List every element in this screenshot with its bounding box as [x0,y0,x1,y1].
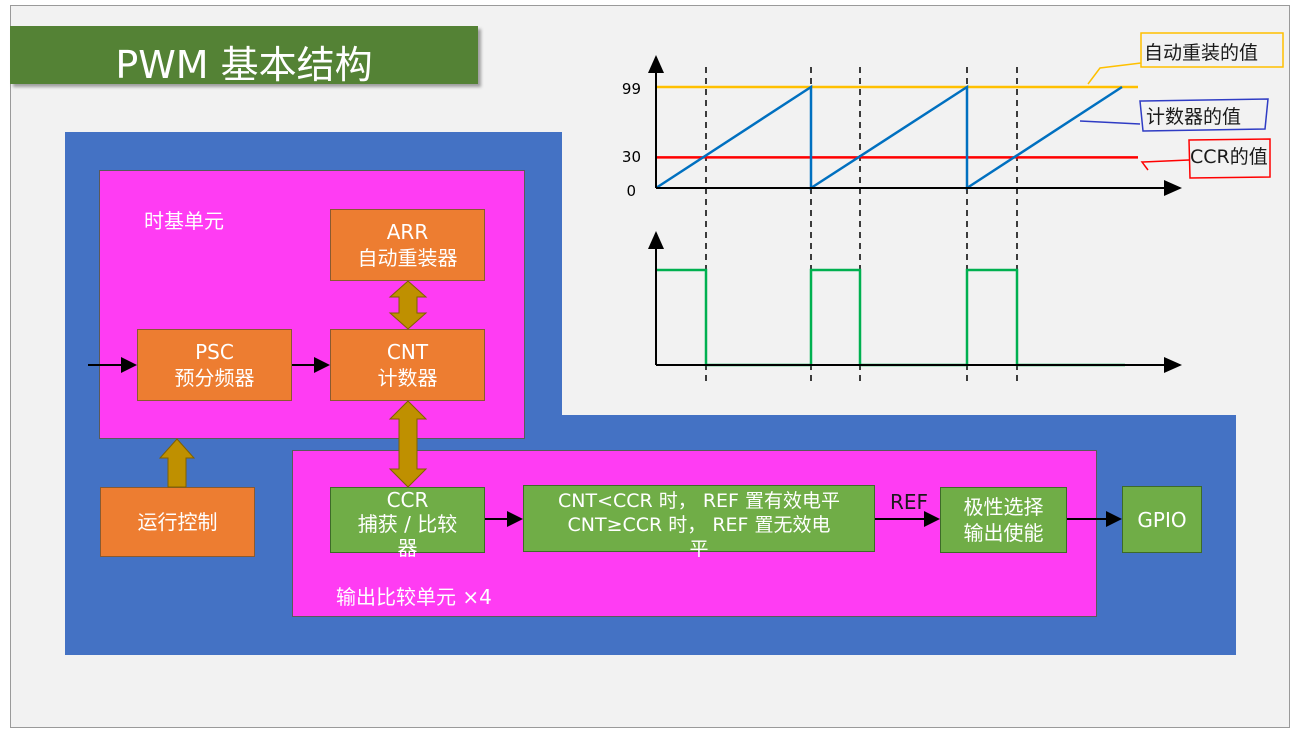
run-control-up-arrow [158,438,196,488]
polarity-box: 极性选择 输出使能 [940,487,1067,553]
arr-cnt-double-arrow [388,280,428,330]
auto-reload-callout-box [1140,32,1284,68]
ccr-callout-pointer [1140,159,1190,171]
ccr-callout-box [1188,138,1271,179]
title-bar: PWM 基本结构 [10,26,478,87]
compare-rule-box: CNT<CCR 时， REF 置有效电平 CNT≥CCR 时， REF 置无效电… [523,485,875,560]
ccr-box: CCR 捕获 / 比较 器 [330,487,485,560]
psc-subtitle: 预分频器 [174,366,255,390]
counter-annotation: 计数器的值 [1146,106,1241,128]
ccr-title: CCR [386,488,429,512]
tick-label-30: 30 [622,148,641,166]
counter-callout-pointer [1079,120,1141,125]
compare-rule-line1: CNT<CCR 时， REF 置有效电平 [558,489,840,512]
auto-reload-annotation: 自动重装的值 [1144,42,1258,64]
page-title: PWM 基本结构 [115,43,373,87]
ccr-subtitle-wrap: 器 [397,536,418,560]
compare-rule-line2: CNT≥CCR 时， REF 置无效电 [567,513,831,536]
polarity-line1: 极性选择 [963,495,1044,519]
ccr-subtitle: 捕获 / 比较 [357,512,458,536]
run-control-box: 运行控制 [100,487,255,557]
tick-label-0: 0 [626,182,636,200]
gpio-label: GPIO [1137,507,1187,532]
auto-reload-callout-pointer [1087,62,1142,85]
arr-title: ARR [386,220,429,244]
polarity-line2: 输出使能 [963,521,1044,545]
cnt-title: CNT [386,340,429,364]
arr-subtitle: 自动重装器 [357,246,458,270]
ref-label: REF [890,490,929,514]
time-base-label: 时基单元 [144,209,224,233]
output-compare-label: 输出比较单元 ×4 [336,585,492,609]
psc-title: PSC [195,340,234,364]
pwm-output-wave [656,268,1125,367]
gpio-box: GPIO [1122,486,1202,553]
counter-sawtooth [655,84,1123,191]
run-control-label: 运行控制 [137,510,218,534]
ccr-annotation: CCR的值 [1190,146,1268,168]
arr-box: ARR 自动重装器 [330,209,485,281]
cnt-box: CNT 计数器 [330,329,485,401]
psc-box: PSC 预分频器 [137,329,292,401]
counter-callout-box [1139,98,1269,132]
compare-rule-line3: 平 [689,537,709,560]
cnt-ccr-double-arrow [388,400,428,488]
cnt-subtitle: 计数器 [377,366,438,390]
tick-label-99: 99 [622,80,641,98]
